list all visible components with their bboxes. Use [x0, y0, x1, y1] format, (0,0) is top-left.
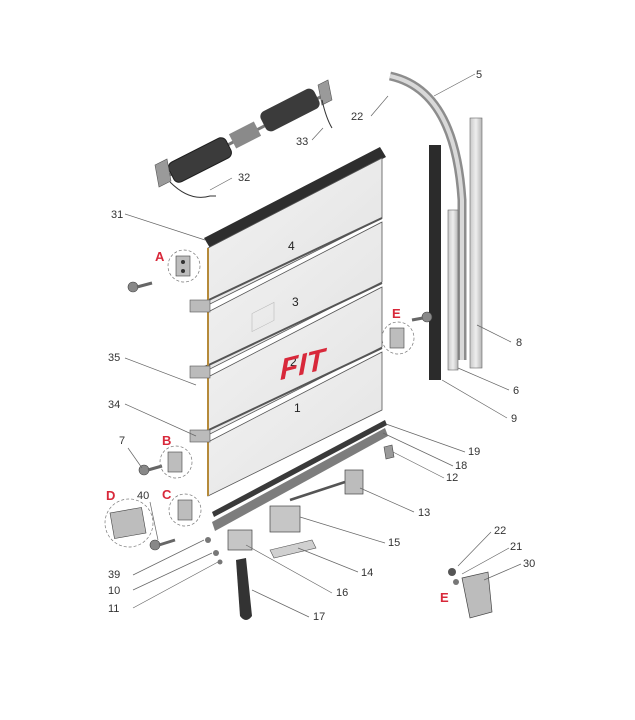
panel-number: 2 — [290, 355, 297, 369]
callout-label: 16 — [336, 587, 348, 599]
leader-lines — [124, 73, 522, 618]
callout-label: 9 — [511, 413, 517, 425]
vertical-rails — [429, 117, 483, 380]
detail-letter: D — [106, 488, 115, 503]
pull-strap-icon — [236, 558, 252, 620]
callout-label: 34 — [108, 399, 120, 411]
detail-e-bracket — [381, 321, 415, 355]
screw-icon — [453, 579, 459, 585]
end-bracket-icon — [461, 571, 493, 619]
label-sticker — [251, 301, 275, 333]
callout-label: 17 — [313, 611, 325, 623]
callout-label: 10 — [108, 585, 120, 597]
callout-label: 5 — [476, 69, 482, 81]
callout-label: 22 — [351, 111, 363, 123]
handle-plate-icon — [269, 539, 317, 559]
callout-label: 30 — [523, 558, 535, 570]
lock-mechanism-icon — [269, 505, 301, 533]
callout-label: 11 — [108, 603, 119, 615]
detail-letters: A E B C D E — [106, 249, 449, 605]
roller-bolt-icon — [138, 464, 163, 476]
roller-bolt-icon — [411, 311, 433, 323]
bottom-profile — [212, 428, 388, 531]
callout-label: 8 — [516, 337, 522, 349]
callout-label: 19 — [468, 446, 480, 458]
detail-letter: A — [155, 249, 165, 264]
callout-label: 15 — [388, 537, 400, 549]
bottom-seal — [212, 420, 387, 517]
detail-b-hinge — [159, 445, 193, 479]
callout-label: 31 — [111, 209, 123, 221]
callout-label: 14 — [361, 567, 373, 579]
callout-label: 12 — [446, 472, 458, 484]
callout-label: 35 — [108, 352, 120, 364]
callout-label: 40 — [137, 490, 149, 502]
detail-c-hinge — [168, 493, 202, 527]
roller-icon — [448, 568, 456, 576]
callout-label: 21 — [510, 541, 522, 553]
panel-number: 4 — [288, 239, 295, 253]
hinge-icon — [189, 429, 211, 443]
bottom-profiles — [212, 420, 388, 531]
bottom-bracket-icon — [383, 444, 395, 460]
callout-label: 22 — [494, 525, 506, 537]
screw-icon — [217, 559, 223, 565]
detail-letter: E — [440, 590, 449, 605]
hinge-icon — [189, 365, 211, 379]
callout-label: 6 — [513, 385, 519, 397]
detail-letter: B — [162, 433, 171, 448]
door-panels: 4 3 2 1 FIT — [195, 147, 386, 497]
panel-number: 3 — [292, 295, 299, 309]
roller-bolt-icon — [149, 538, 176, 551]
curved-track — [388, 71, 467, 360]
detail-a-hinge — [167, 249, 201, 283]
hardware — [104, 249, 493, 620]
callout-label: 32 — [238, 172, 250, 184]
screw-icon — [213, 550, 219, 556]
callout-label: 18 — [455, 460, 467, 472]
hinge-icon — [189, 299, 211, 313]
detail-letter: C — [162, 487, 172, 502]
panel-number: 1 — [294, 401, 301, 415]
detail-letter: E — [392, 306, 401, 321]
screw-icon — [205, 537, 211, 543]
callout-label: 39 — [108, 569, 120, 581]
lock-box-icon — [344, 469, 364, 495]
callout-label: 13 — [418, 507, 430, 519]
inside-handle-icon — [227, 529, 253, 551]
side-seal — [429, 145, 441, 380]
angle-profile — [469, 117, 483, 369]
top-seal — [204, 147, 386, 248]
callout-label: 7 — [119, 435, 125, 447]
callout-labels: 5 22 33 32 31 35 34 8 6 9 19 18 12 13 15… — [108, 69, 535, 623]
torsion-spring-assembly — [154, 79, 333, 198]
vertical-track — [447, 209, 459, 371]
roller-bolt-icon — [127, 281, 153, 293]
callout-label: 33 — [296, 136, 308, 148]
detail-d-hinge — [104, 498, 154, 548]
